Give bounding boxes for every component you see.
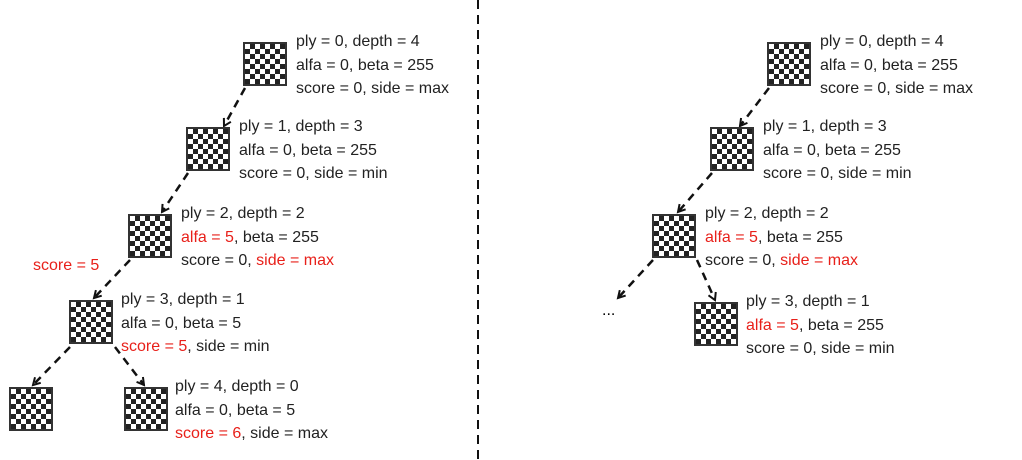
node-info-line: alfa = 5, beta = 255 [181,226,334,250]
info-text: alfa = 0, beta = 255 [820,56,958,74]
info-text: score = 0, side = max [296,80,449,97]
info-text: score = 0, [705,252,781,269]
highlighted-value: side = max [256,252,334,269]
board-node-l3 [69,300,113,344]
node-info-line: score = 6, side = max [175,422,328,446]
info-text: ply = 4, depth = 0 [175,378,299,395]
info-text: ply = 0, depth = 4 [296,33,420,50]
board-node-l4b [124,387,168,431]
more-children-ellipsis: ... [602,302,616,319]
info-text: , side = max [241,425,328,442]
board-node-l1 [186,127,230,171]
board-node-l2 [128,214,172,258]
edge-l2-l3 [94,259,131,298]
node-info-r3: ply = 3, depth = 1 alfa = 5, beta = 255 sc… [746,290,895,361]
edge-r2-r3 [695,259,715,300]
node-info-line: alfa = 0, beta = 255 [239,139,388,163]
node-info-l3: ply = 3, depth = 1 alfa = 0, beta = 5 scor… [121,288,270,359]
node-info-line: alfa = 0, beta = 255 [820,54,973,78]
node-info-r0: ply = 0, depth = 4 alfa = 0, beta = 255 sc… [820,30,973,101]
info-text: ply = 1, depth = 3 [763,118,887,135]
edge-l3-l4b [114,346,144,385]
highlighted-value: alfa = 5 [705,228,758,246]
node-info-line: alfa = 0, beta = 5 [121,312,270,336]
node-info-line: alfa = 0, beta = 5 [175,399,328,423]
node-info-line: ply = 4, depth = 0 [175,375,328,399]
info-text: ply = 0, depth = 4 [820,33,944,50]
node-info-line: ply = 0, depth = 4 [296,30,449,54]
node-info-line: alfa = 5, beta = 255 [746,314,895,338]
returned-score-label: score = 5 [33,257,100,274]
edge-l3-l4a [33,346,71,385]
node-info-line: score = 0, side = max [820,77,973,101]
info-text: score = 0, [181,252,257,269]
highlighted-value: alfa = 5 [181,228,234,246]
node-info-line: score = 0, side = max [181,249,334,273]
board-node-l0 [243,42,287,86]
highlighted-value: alfa = 5 [746,316,799,334]
board-node-r1 [710,127,754,171]
info-text: alfa = 0, beta = 255 [239,141,377,159]
node-info-line: score = 0, side = min [763,162,912,186]
node-info-l0: ply = 0, depth = 4 alfa = 0, beta = 255 sc… [296,30,449,101]
node-info-line: alfa = 5, beta = 255 [705,226,858,250]
info-text: ply = 1, depth = 3 [239,118,363,135]
node-info-line: ply = 3, depth = 1 [121,288,270,312]
node-info-line: ply = 2, depth = 2 [705,202,858,226]
edge-r2-more [618,259,654,298]
node-info-line: ply = 3, depth = 1 [746,290,895,314]
info-text: , beta = 255 [798,316,884,334]
info-text: alfa = 0, beta = 5 [175,401,296,419]
node-info-line: score = 0, side = max [705,249,858,273]
info-text: ply = 3, depth = 1 [746,293,870,310]
node-info-r1: ply = 1, depth = 3 alfa = 0, beta = 255 sc… [763,115,912,186]
edge-r0-r1 [740,87,770,126]
info-text: alfa = 0, beta = 255 [763,141,901,159]
info-text: ply = 3, depth = 1 [121,291,245,308]
node-info-line: alfa = 0, beta = 255 [296,54,449,78]
node-info-line: ply = 2, depth = 2 [181,202,334,226]
info-text: score = 0, side = min [239,165,388,182]
node-info-line: score = 0, side = min [239,162,388,186]
node-info-l1: ply = 1, depth = 3 alfa = 0, beta = 255 sc… [239,115,388,186]
board-node-r2 [652,214,696,258]
highlighted-value: score = 6 [175,425,242,442]
edge-r1-r2 [678,172,713,212]
info-text: ply = 2, depth = 2 [181,205,305,222]
info-text: , side = min [187,338,270,355]
info-text: score = 0, side = min [763,165,912,182]
highlighted-value: side = max [780,252,858,269]
edge-l1-l2 [162,172,190,212]
node-info-line: score = 5, side = min [121,335,270,359]
highlighted-value: score = 5 [121,338,188,355]
edge-l0-l1 [224,87,247,126]
node-info-line: ply = 1, depth = 3 [239,115,388,139]
node-info-line: ply = 0, depth = 4 [820,30,973,54]
info-text: , beta = 255 [233,228,319,246]
info-text: score = 0, side = max [820,80,973,97]
board-node-r0 [767,42,811,86]
node-info-line: score = 0, side = max [296,77,449,101]
info-text: score = 0, side = min [746,340,895,357]
info-text: alfa = 0, beta = 255 [296,56,434,74]
board-node-l4a [9,387,53,431]
info-text: alfa = 0, beta = 5 [121,314,242,332]
node-info-line: score = 0, side = min [746,337,895,361]
node-info-l4b: ply = 4, depth = 0 alfa = 0, beta = 5 scor… [175,375,328,446]
node-info-line: alfa = 0, beta = 255 [763,139,912,163]
info-text: , beta = 255 [757,228,843,246]
node-info-line: ply = 1, depth = 3 [763,115,912,139]
info-text: ply = 2, depth = 2 [705,205,829,222]
board-node-r3 [694,302,738,346]
